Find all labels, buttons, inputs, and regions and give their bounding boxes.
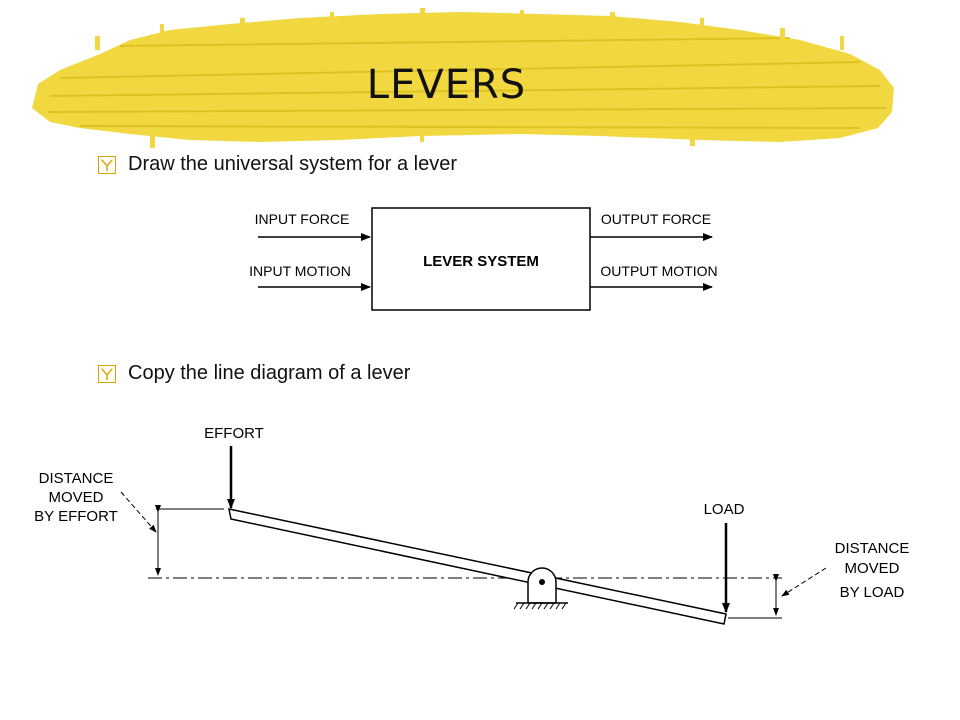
lever-system-label: LEVER SYSTEM [423, 253, 539, 270]
effort-distance-label-line2: MOVED [48, 489, 103, 506]
lever-diagram: EFFORT LOAD DISTANCE MOVED BY EFFORT DIS… [34, 425, 910, 625]
load-distance-label-line2: MOVED [844, 560, 899, 577]
input-force-label: INPUT FORCE [255, 211, 350, 227]
bullet-text: Copy the line diagram of a lever [128, 362, 411, 384]
bullet-text: Draw the universal system for a lever [128, 153, 458, 175]
effort-distance-label-line1: DISTANCE [39, 470, 114, 487]
lever-beam [228, 508, 727, 625]
bullet-item: Draw the universal system for a lever [98, 153, 457, 176]
input-motion-label: INPUT MOTION [249, 263, 351, 279]
page-title: LEVERS [366, 62, 527, 108]
effort-label: EFFORT [204, 425, 264, 442]
load-distance-label-line3: BY LOAD [840, 584, 905, 601]
lever-system-box [371, 207, 591, 311]
checkbox-bullet-icon [98, 155, 116, 174]
effort-distance-leader [120, 491, 157, 533]
bullet-item: Copy the line diagram of a lever [98, 362, 410, 385]
load-label: LOAD [704, 501, 745, 518]
effort-distance-label-line3: BY EFFORT [34, 508, 118, 525]
checkbox-bullet-icon [98, 364, 116, 383]
output-motion-label: OUTPUT MOTION [600, 263, 717, 279]
title-banner [32, 8, 894, 148]
output-force-label: OUTPUT FORCE [601, 211, 711, 227]
load-distance-label-line1: DISTANCE [835, 540, 910, 557]
load-distance-leader [781, 567, 827, 597]
fulcrum [513, 567, 568, 610]
